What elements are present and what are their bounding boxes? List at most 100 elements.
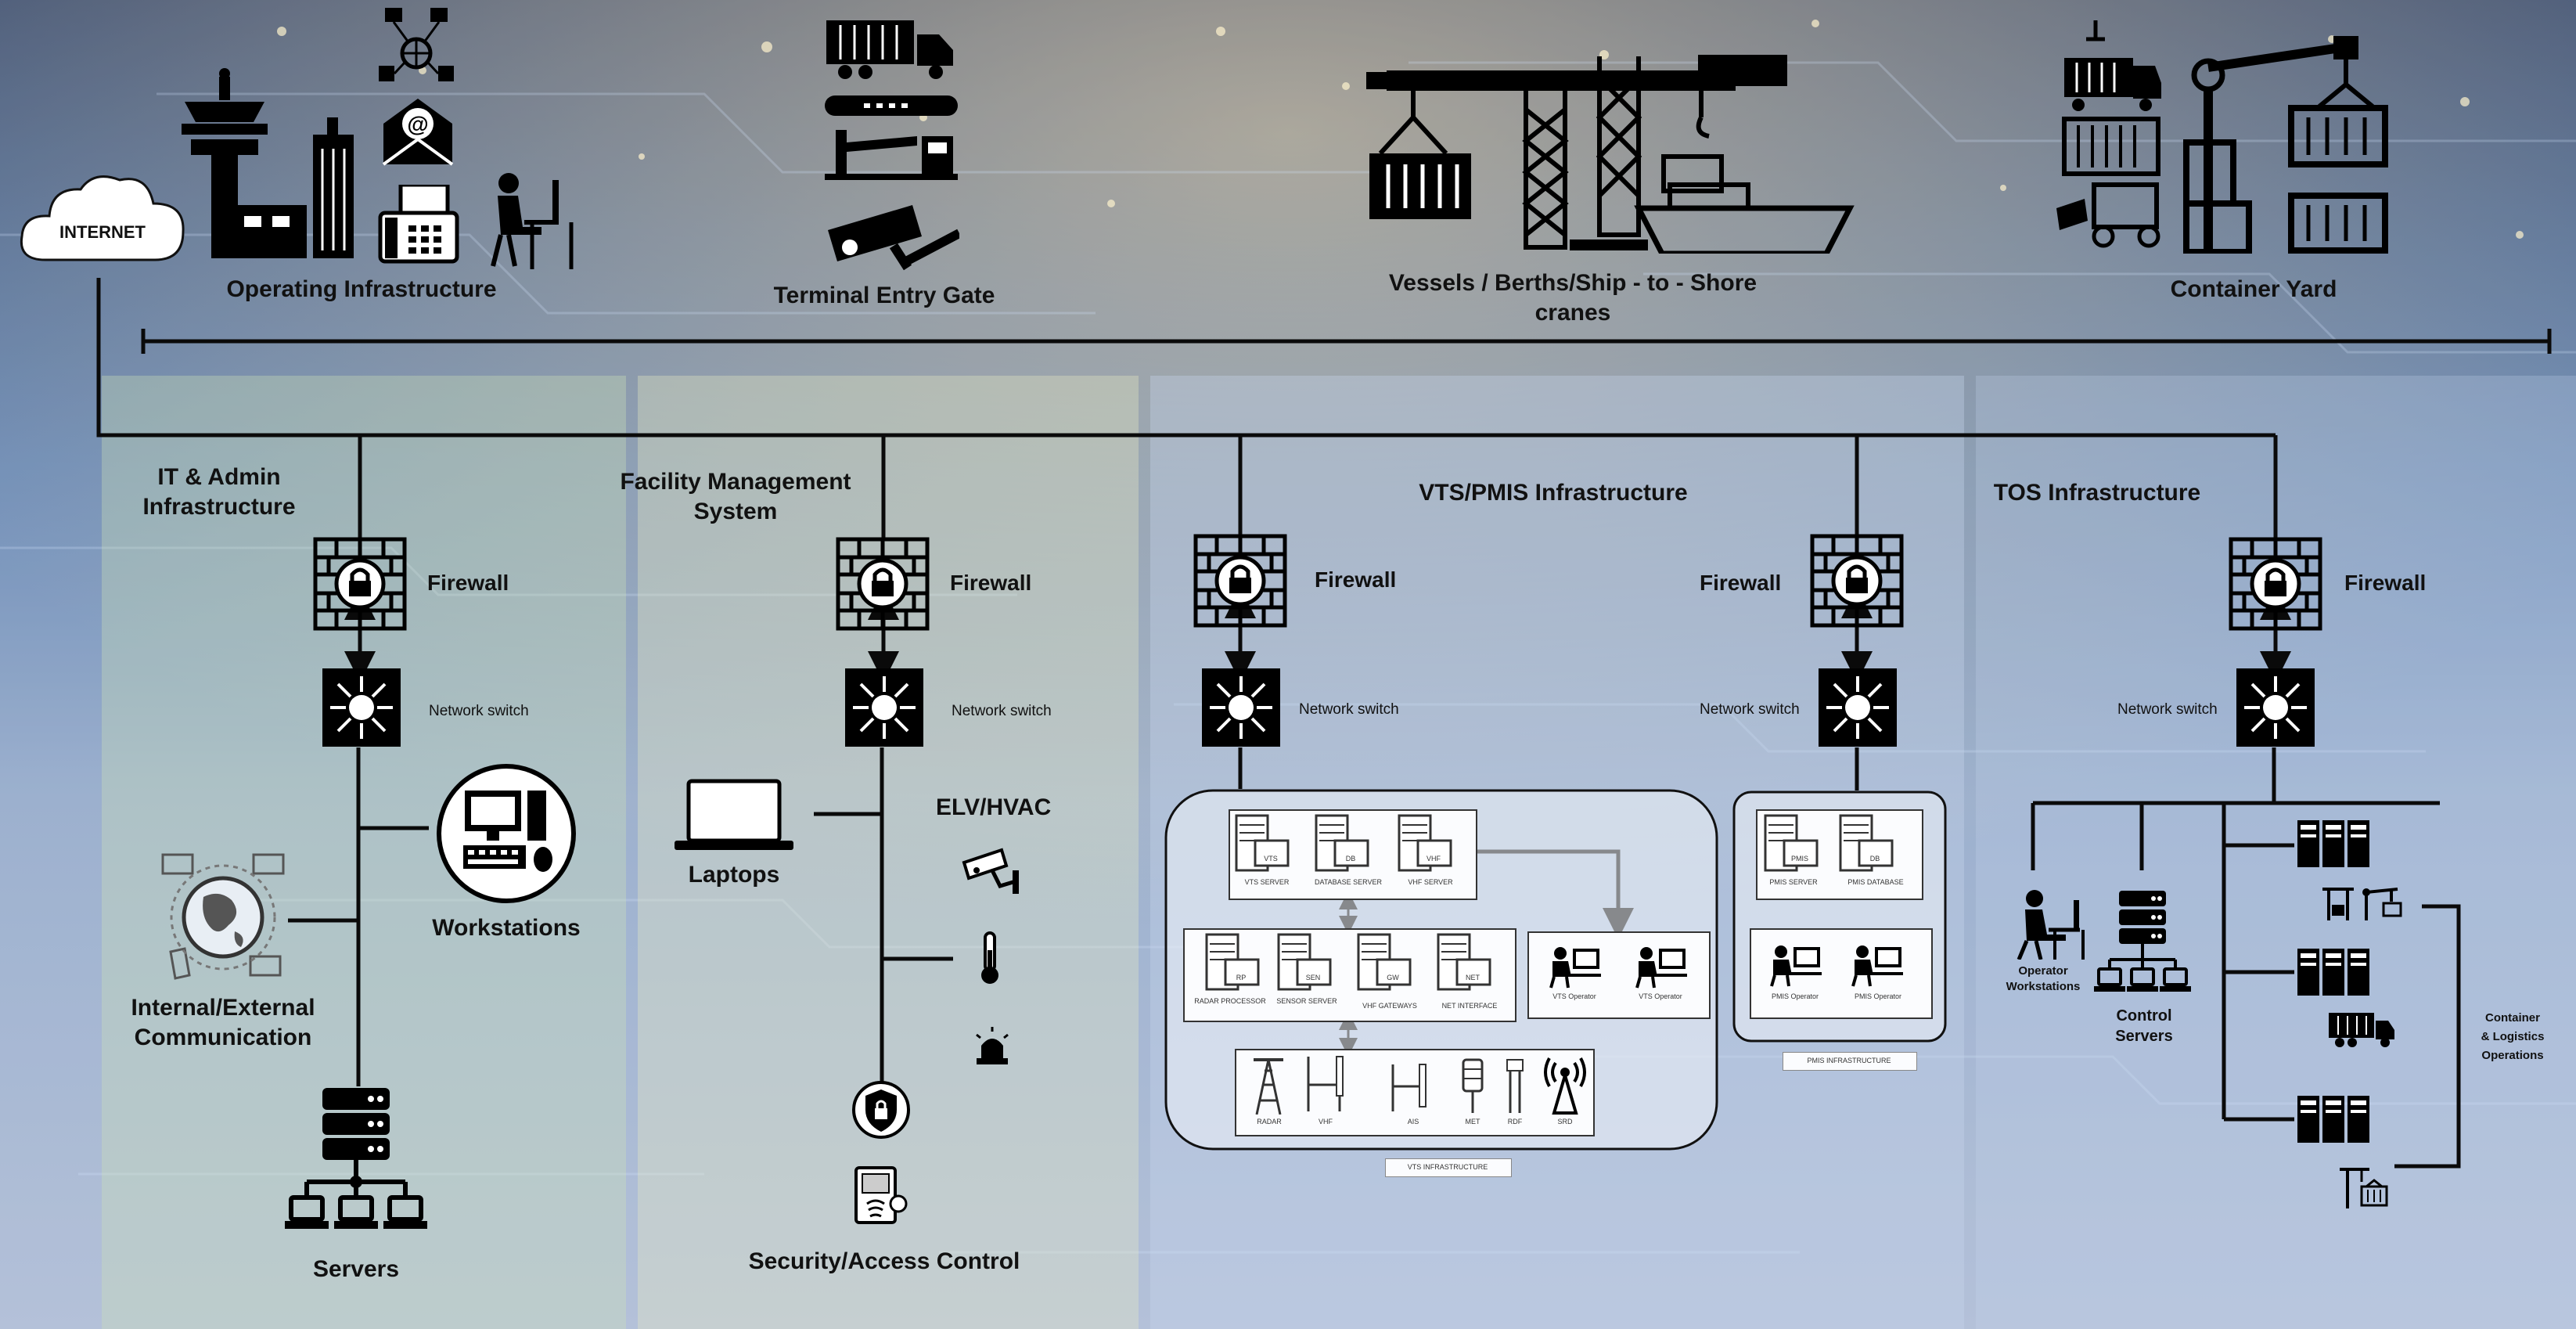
office-tower-icon — [307, 117, 360, 258]
net-interface-label: NET INTERFACE — [1441, 1002, 1498, 1010]
network-switch-icon — [322, 668, 401, 747]
control-tower-icon — [174, 67, 275, 258]
security-shield-icon — [851, 1080, 911, 1140]
terminal-entry-gate-label: Terminal Entry Gate — [773, 283, 995, 308]
alarm-siren-icon — [973, 1027, 1011, 1066]
facility-title-line2: System — [693, 499, 778, 524]
server-rack-icon — [1437, 933, 1491, 991]
vhf-label: VHF — [1319, 1118, 1333, 1126]
server-cabinet-icon — [2296, 819, 2371, 869]
radar-processor-tag: RP — [1236, 974, 1247, 981]
server-rack-icon — [1764, 814, 1819, 872]
operator-workstations-line1: Operator — [2018, 964, 2068, 978]
access-control-icon — [853, 1166, 908, 1224]
operator-icon — [1767, 944, 1823, 988]
terminal-building-icon — [235, 205, 307, 258]
operator-workstations-line2: Workstations — [2006, 980, 2081, 993]
switch-label-vts: Network switch — [1299, 701, 1399, 718]
workstations-label: Workstations — [432, 915, 581, 941]
met-label: MET — [1465, 1118, 1480, 1126]
network-switch-icon — [1202, 668, 1280, 747]
container-yard-icon — [2056, 20, 2394, 254]
cctv-camera-icon — [961, 847, 1020, 897]
server-rack-icon — [1839, 814, 1894, 872]
ship-to-shore-crane-icon — [1365, 55, 1865, 254]
radar-label: RADAR — [1257, 1118, 1282, 1126]
container-yard-label: Container Yard — [2170, 276, 2337, 302]
vhf-gateways-tag: GW — [1387, 974, 1399, 981]
firewall-label-tos: Firewall — [2344, 571, 2427, 595]
global-network-icon — [377, 6, 455, 85]
container-ops-line1: Container — [2484, 1011, 2540, 1025]
svg-text:@: @ — [407, 112, 428, 136]
port-crane-icon — [2338, 1165, 2390, 1210]
communication-label-line2: Communication — [134, 1025, 312, 1050]
operator-icon — [1848, 944, 1905, 988]
pmis-database-label: PMIS DATABASE — [1847, 878, 1904, 886]
operating-infrastructure-label: Operating Infrastructure — [226, 276, 497, 302]
vts-operator-label: VTS Operator — [1552, 992, 1596, 1000]
switch-label-it: Network switch — [429, 703, 529, 719]
server-rack-icon — [1315, 814, 1369, 872]
container-truck-icon — [2329, 1010, 2396, 1049]
it-admin-title-line1: IT & Admin — [157, 464, 281, 490]
vhf-server-tag: VHF — [1427, 855, 1441, 863]
server-cabinet-icon — [2296, 1094, 2371, 1144]
vts-server-label: VTS SERVER — [1244, 878, 1290, 886]
cloud-icon — [14, 166, 191, 277]
vts-operator-label: VTS Operator — [1639, 992, 1682, 1000]
facility-title-line1: Facility Management — [620, 469, 851, 495]
vts-caption-box — [1385, 1158, 1512, 1177]
firewall-label-pmis: Firewall — [1700, 571, 1782, 595]
switch-label-pmis: Network switch — [1700, 701, 1800, 718]
vhf-gateways-label: VHF GATEWAYS — [1362, 1002, 1417, 1010]
control-servers-line1: Control — [2116, 1007, 2172, 1025]
vts-infrastructure-caption: VTS INFRASTRUCTURE — [1407, 1163, 1488, 1171]
pmis-operator-label: PMIS Operator — [1854, 992, 1902, 1000]
firewall-icon — [836, 537, 930, 631]
container-ops-line3: Operations — [2481, 1049, 2544, 1062]
server-cabinet-icon — [2296, 947, 2371, 997]
pmis-caption-box — [1783, 1052, 1917, 1071]
email-icon: @ — [380, 92, 455, 167]
operator-icon — [1632, 945, 1689, 989]
network-switch-icon — [845, 668, 923, 747]
radio-tower-icon — [1542, 1055, 1588, 1115]
server-rack-icon — [1398, 814, 1452, 872]
vessels-label-line2: cranes — [1534, 300, 1611, 326]
tos-title: TOS Infrastructure — [1993, 480, 2201, 506]
servers-label: Servers — [312, 1256, 400, 1282]
vts-pmis-title: VTS/PMIS Infrastructure — [1419, 480, 1688, 506]
network-switch-icon — [1819, 668, 1897, 747]
pmis-server-label: PMIS SERVER — [1769, 878, 1818, 886]
vhf-server-label: VHF SERVER — [1408, 878, 1453, 886]
radar-tower-icon — [1249, 1053, 1288, 1115]
server-rack-icon — [1235, 814, 1290, 872]
internet-label: INTERNET — [59, 222, 146, 242]
server-network-icon — [283, 1088, 429, 1234]
ais-label: AIS — [1407, 1118, 1419, 1126]
cctv-camera-icon — [822, 202, 959, 274]
net-interface-tag: NET — [1466, 974, 1480, 981]
network-switch-icon — [2236, 668, 2315, 747]
rdf-label: RDF — [1507, 1118, 1523, 1126]
switch-label-tos: Network switch — [2117, 701, 2218, 718]
global-communication-icon — [157, 850, 290, 983]
database-server-tag: DB — [1345, 855, 1356, 863]
pmis-database-tag: DB — [1869, 855, 1880, 863]
pmis-server-tag: PMIS — [1790, 855, 1808, 863]
entry-barrier-icon — [825, 92, 958, 180]
fax-machine-icon — [377, 185, 460, 265]
operator-icon — [1546, 945, 1603, 989]
ais-antenna-icon — [1385, 1060, 1432, 1115]
sensor-server-tag: SEN — [1305, 974, 1321, 981]
vhf-antenna-icon — [1302, 1053, 1349, 1115]
control-server-icon — [2094, 891, 2191, 1000]
firewall-label-fms: Firewall — [950, 571, 1032, 595]
server-rack-icon — [1277, 933, 1332, 991]
container-ops-line2: & Logistics — [2481, 1030, 2545, 1043]
server-rack-icon — [1205, 933, 1260, 991]
firewall-icon — [1193, 534, 1287, 628]
office-worker-icon — [477, 172, 579, 269]
